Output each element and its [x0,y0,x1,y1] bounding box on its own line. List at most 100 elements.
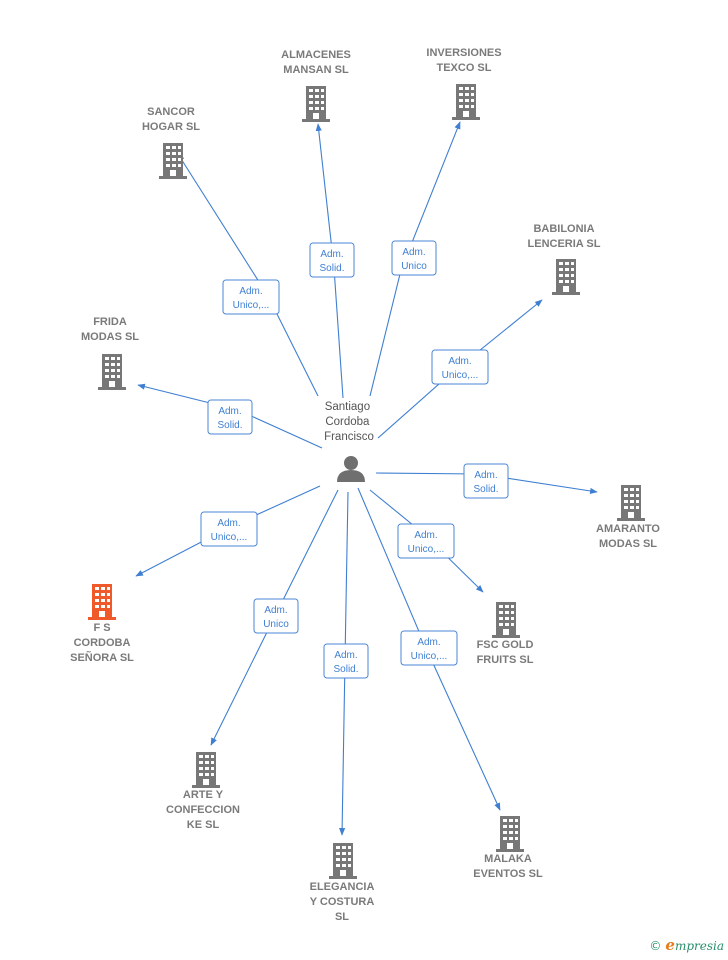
building-icon [329,843,357,879]
company-name-line: SEÑORA SL [70,651,134,664]
person-name-line: Francisco [324,431,374,443]
building-icon [496,816,524,852]
edge-malaka: Adm. Unico,... [357,487,501,811]
company-name: ALMACENES MANSAN SL [281,49,351,76]
role-label-line: Unico [263,619,289,630]
role-badge-frame [431,349,489,385]
role-badge-frame [200,511,258,547]
company-name-line: HOGAR SL [142,121,200,133]
company-name-line: FSC GOLD [477,639,534,651]
edge-fscgold: Adm.Unico,... [369,489,484,593]
role-badge[interactable]: Adm.Unico [253,598,299,634]
person-name: Santiago Cordoba Francisco [324,401,374,443]
company-name-line: TEXCO SL [436,62,491,74]
brand-footer: ©empresia [649,936,724,954]
role-badge-frame [323,643,369,679]
building-icon [492,602,520,638]
company-name-line: MALAKA [484,853,532,865]
building-icon [88,584,116,620]
center-node[interactable]: Santiago Cordoba Francisco [324,401,374,482]
company-node-inversiones[interactable]: INVERSIONES TEXCO SL [426,47,502,120]
building-icon [98,354,126,390]
role-badge[interactable]: Adm.Solid. [207,399,253,435]
role-badge[interactable]: Adm.Unico,... [200,511,258,547]
role-badge[interactable]: Adm.Unico,... [397,523,455,559]
edge-babilonia: Adm.Unico,... [377,299,543,439]
edges-layer: Adm.Solid.Adm.UnicoAdm.Unico,...Adm.Unic… [135,121,598,836]
role-badge[interactable]: Adm.Unico,... [431,349,489,385]
edge-arte: Adm.Unico [210,489,339,746]
company-name: INVERSIONES TEXCO SL [426,47,501,74]
company-name-line: CORDOBA [74,637,131,649]
building-icon [452,84,480,120]
edge-amaranto: Adm.Solid. [375,463,598,499]
company-name-line: INVERSIONES [426,47,501,59]
role-badge[interactable]: Adm. Unico [391,240,437,276]
role-badge[interactable]: Adm. Unico,... [400,630,458,666]
company-name-line: Y COSTURA [310,896,375,908]
role-label-line: Unico,... [211,532,248,543]
role-badge-frame [253,598,299,634]
role-label-line: Adm. [334,650,357,661]
role-badge-frame [397,523,455,559]
copyright-icon: © [649,939,662,953]
role-label-line: Adm. [414,530,437,541]
company-name-line: AMARANTO [596,523,660,535]
brand-initial: e [665,936,675,954]
role-label-line: Adm. [218,406,241,417]
company-name-line: ALMACENES [281,49,351,61]
company-name-line: SANCOR [147,106,195,118]
company-node-sancor[interactable]: SANCOR HOGAR SL [142,106,200,179]
role-badge-frame [222,279,280,315]
person-icon [337,456,365,482]
edge-sancor: Adm.Unico,... [177,153,319,397]
role-label-line: Unico [401,261,427,272]
building-icon [617,485,645,521]
company-node-fscordoba[interactable]: F S CORDOBA SEÑORA SL [70,584,134,664]
role-label-line: Solid. [473,484,498,495]
company-name-line: MODAS SL [81,331,139,343]
role-label-line: Adm. [402,247,425,258]
role-badge[interactable]: Adm.Solid. [309,242,355,278]
edge-elegancia: Adm.Solid. [323,491,369,836]
role-badge-frame [463,463,509,499]
company-name-line: EVENTOS SL [473,868,543,880]
company-name-line: KE SL [187,819,220,831]
company-node-amaranto[interactable]: AMARANTO MODAS SL [596,485,660,550]
role-label-line: Unico,... [411,651,448,662]
company-name-line: SL [335,911,349,923]
role-badge-frame [207,399,253,435]
company-name-line: F S [93,622,110,634]
role-label-line: Adm. [320,249,343,260]
role-badge[interactable]: Adm.Solid. [463,463,509,499]
edge-line [177,153,319,397]
building-icon [302,86,330,122]
building-icon [159,143,187,179]
brand-name: mpresia [674,939,724,953]
nodes-layer: ALMACENES MANSAN SL INVERSIONES TEXCO SL SAN… [70,47,660,923]
company-name-line: MANSAN SL [283,64,349,76]
person-name-line: Santiago [325,401,370,413]
role-badge-frame [309,242,355,278]
role-badge[interactable]: Adm.Unico,... [222,279,280,315]
company-name-line: CONFECCION [166,804,240,816]
company-name-line: MODAS SL [599,538,657,550]
edge-inversiones: Adm. Unico [369,121,461,397]
role-badge[interactable]: Adm.Solid. [323,643,369,679]
role-label-line: Unico,... [233,300,270,311]
company-name: AMARANTO MODAS SL [596,523,660,550]
company-node-almacenes[interactable]: ALMACENES MANSAN SL [281,49,351,122]
company-node-malaka[interactable]: MALAKA EVENTOS SL [473,816,543,880]
role-label-line: Adm. [417,637,440,648]
